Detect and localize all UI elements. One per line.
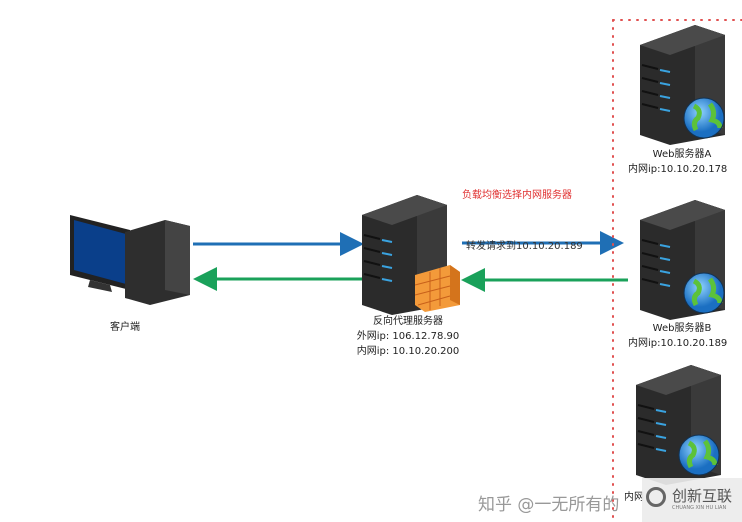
brand-watermark: 创新互联 CHUANG XIN HU LIAN <box>642 478 742 522</box>
proxy-label: 反向代理服务器 <box>373 316 443 327</box>
load-balance-annotation: 负载均衡选择内网服务器 <box>462 190 572 201</box>
brand-subtitle: CHUANG XIN HU LIAN <box>672 505 727 511</box>
proxy-external-ip: 外网ip: 106.12.78.90 <box>356 331 460 342</box>
web-server-b-label: Web服务器B <box>652 323 712 334</box>
web-server-c-icon <box>635 364 722 486</box>
web-server-b-icon <box>639 199 725 321</box>
web-server-b-ip: 内网ip:10.10.20.189 <box>628 338 728 349</box>
web-server-a-label: Web服务器A <box>652 149 712 160</box>
web-server-a-ip: 内网ip:10.10.20.178 <box>628 164 728 175</box>
client-label: 客户端 <box>110 322 140 333</box>
zhihu-watermark: 知乎 @一无所有的 <box>478 495 620 515</box>
web-server-c-ip: 内网 <box>624 492 644 503</box>
firewall-icon <box>414 265 460 312</box>
web-server-a-icon <box>639 24 725 146</box>
forward-annotation: 转发请求到10.10.20.189 <box>466 241 583 252</box>
proxy-internal-ip: 内网ip: 10.10.20.200 <box>356 346 460 357</box>
brand-name: 创新互联 <box>672 487 733 505</box>
client-computer-icon <box>70 215 190 305</box>
brand-logo-icon <box>646 487 666 507</box>
